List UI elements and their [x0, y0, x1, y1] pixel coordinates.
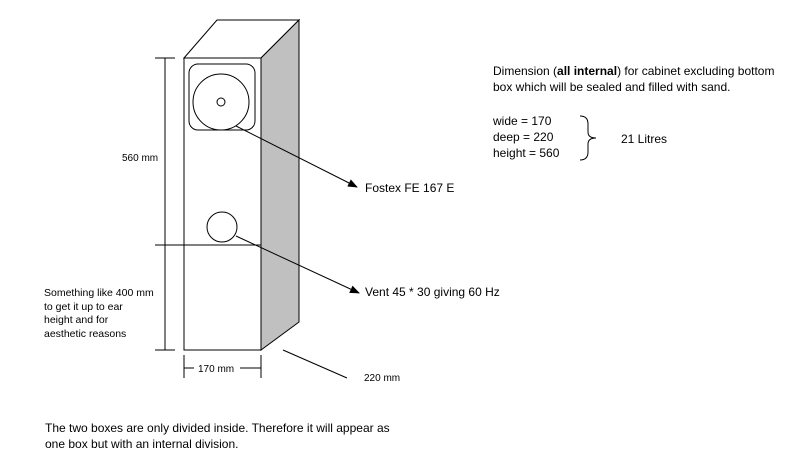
cabinet-side-face [260, 18, 300, 351]
dimension-note: Dimension (all internal) for cabinet exc… [493, 63, 805, 95]
dimension-note-line1: Dimension (all internal) for cabinet exc… [493, 63, 805, 79]
driver-label: Fostex FE 167 E [365, 181, 454, 195]
dimension-note-suffix: ) for cabinet excluding bottom [617, 64, 775, 78]
lower-note-line: aesthetic reasons [44, 327, 127, 340]
dimension-note-prefix: Dimension ( [493, 64, 558, 78]
dims-deep: deep = 220 [493, 130, 554, 144]
dims-height: height = 560 [493, 146, 560, 160]
dims-wide: wide = 170 [493, 114, 552, 128]
footer-note: The two boxes are only divided inside. T… [45, 420, 465, 452]
lower-note-line: to get it up to ear [44, 300, 123, 313]
driver-dust-cap [216, 97, 226, 107]
depth-dim-line [282, 349, 348, 379]
volume-label: 21 Litres [621, 132, 668, 146]
vent-label: Vent 45 * 30 giving 60 Hz [365, 285, 500, 299]
lower-note-line: height and for [44, 314, 109, 326]
dimension-note-line2: box which will be sealed and filled with… [493, 80, 731, 94]
vent-leader-arrow [235, 235, 360, 294]
dimension-note-bold: all internal [557, 64, 618, 78]
lower-box-note: Something like 400 mm to get it up to ea… [44, 287, 164, 341]
vent-port [206, 211, 238, 243]
footer-line1: The two boxes are only divided inside. T… [45, 421, 390, 435]
driver-leader-arrow [235, 125, 358, 188]
footer-line2: one box but with an internal division. [45, 437, 239, 451]
dims-list: wide = 170 deep = 220 height = 560 [493, 113, 559, 161]
height-upper-label: 560 mm [122, 153, 158, 164]
width-label-bg [194, 361, 240, 374]
lower-note-line: Something like 400 mm [44, 287, 154, 299]
dims-brace [579, 115, 597, 161]
width-label: 170 mm [198, 364, 234, 375]
depth-label: 220 mm [364, 373, 400, 384]
